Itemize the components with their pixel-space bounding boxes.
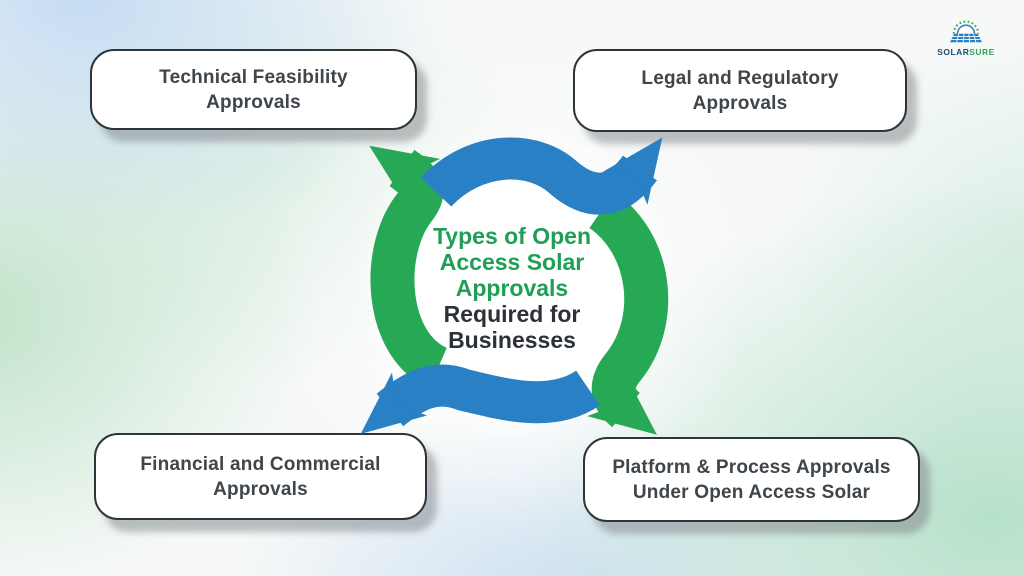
- solarsure-logo: SOLARSURE: [930, 14, 1002, 57]
- logo-wordmark: SOLARSURE: [930, 47, 1002, 57]
- title-line-2: Access Solar: [439, 249, 585, 275]
- cycle-arrow-top-blue: [420, 137, 663, 215]
- sun-over-solar-panel-icon: [950, 20, 982, 43]
- box-financial-commercial-line2: Approvals: [213, 478, 308, 500]
- box-legal-regulatory-line2: Approvals: [692, 92, 788, 114]
- logo-word-sure: SURE: [969, 47, 995, 57]
- cycle-arrow-bottom-blue: [360, 364, 600, 434]
- box-technical-feasibility-line1: Technical Feasibility: [159, 66, 348, 88]
- logo-word-solar: SOLAR: [937, 47, 970, 57]
- box-legal-regulatory: Legal and Regulatory Approvals: [573, 49, 907, 132]
- box-platform-process-line1: Platform & Process Approvals: [612, 456, 891, 478]
- title-line-5: Businesses: [448, 327, 576, 353]
- box-platform-process: Platform & Process Approvals Under Open …: [583, 437, 920, 522]
- box-legal-regulatory-line1: Legal and Regulatory: [641, 67, 839, 89]
- title-line-4: Required for: [443, 301, 581, 327]
- diagram-title: Types of Open Access Solar Approvals Req…: [382, 223, 642, 353]
- title-line-1: Types of Open: [432, 223, 592, 249]
- box-financial-commercial-line1: Financial and Commercial: [140, 453, 381, 475]
- box-technical-feasibility-line2: Approvals: [206, 91, 301, 113]
- box-financial-commercial: Financial and Commercial Approvals: [94, 433, 427, 520]
- title-line-3: Approvals: [455, 275, 569, 301]
- box-platform-process-line2: Under Open Access Solar: [632, 481, 871, 503]
- box-technical-feasibility: Technical Feasibility Approvals: [90, 49, 417, 130]
